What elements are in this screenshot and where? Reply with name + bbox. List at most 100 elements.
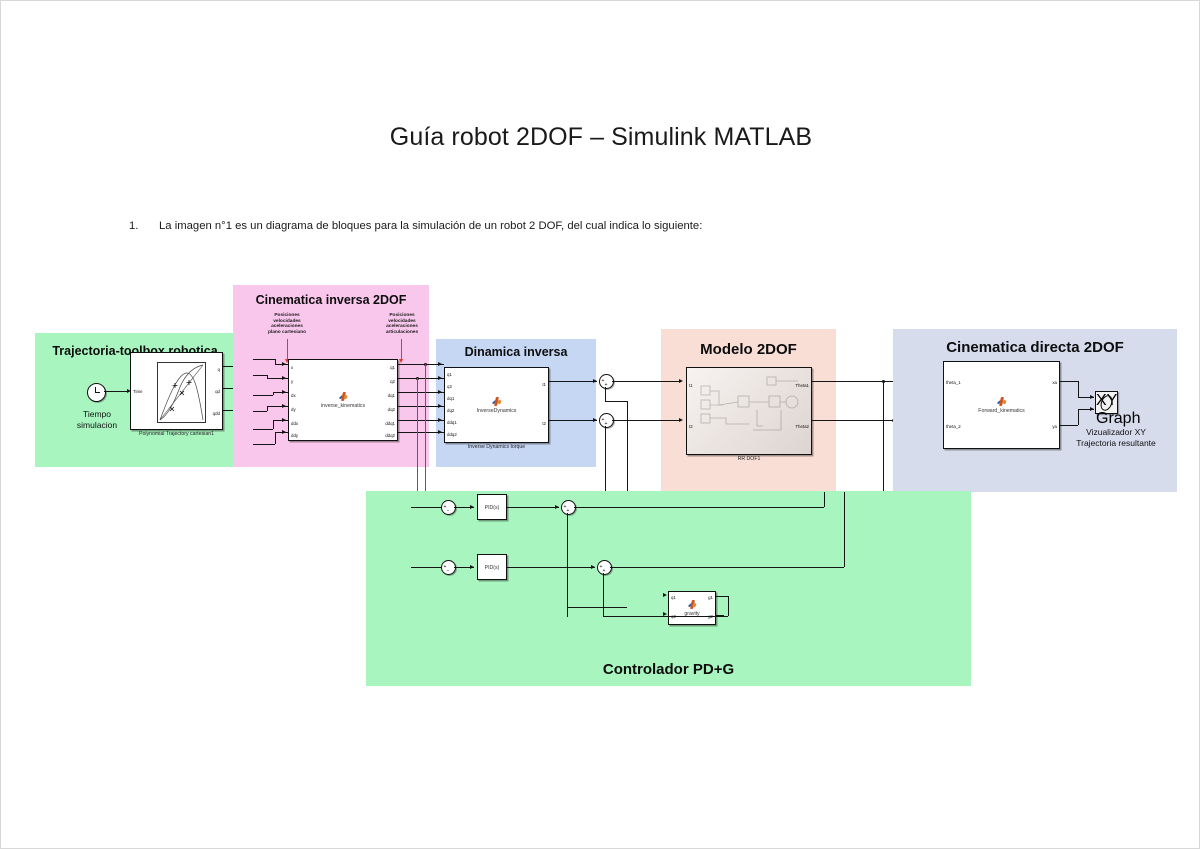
model-block[interactable]: t1 t2 Theta1 Theta2 xyxy=(686,367,812,462)
pid-label-2: PID(s) xyxy=(484,564,500,571)
sum-sign: + xyxy=(604,381,608,388)
sum-sign: + xyxy=(563,503,567,510)
sum-sign: + xyxy=(566,507,570,514)
matlab-fcn-icon xyxy=(996,396,1007,407)
simulink-block-diagram: Trajectoria-toolbox robotica Tiempo simu… xyxy=(31,279,1181,694)
annotation-cartesian: Posiciones velocidades aceleraciones pla… xyxy=(257,313,317,336)
id-port-in-q2: q2 xyxy=(447,384,452,389)
ik-port-in-dy: dy xyxy=(291,407,296,412)
sum-sign: + xyxy=(604,420,608,427)
sum-sign: + xyxy=(601,416,605,423)
id-block-label: InverseDynamics xyxy=(476,408,517,414)
matlab-fcn-icon xyxy=(687,599,697,610)
ik-port-out-ddq2: ddq2 xyxy=(385,433,395,438)
id-port-out-t1: t1 xyxy=(542,382,546,387)
id-port-in-dq2: dq2 xyxy=(447,408,455,413)
sum-sign: + xyxy=(601,377,605,384)
pid-block-1[interactable]: PID(s) xyxy=(477,494,507,520)
trajectory-port-in-time: Time xyxy=(133,389,143,394)
ik-port-in-dx: dx xyxy=(291,393,296,398)
ik-port-out-q2: q2 xyxy=(390,379,395,384)
trajectory-port-out-qd: qd xyxy=(215,389,220,394)
xy-graph-block-name: XY Graph xyxy=(1096,392,1140,427)
clock-block[interactable] xyxy=(87,383,106,402)
trajectory-block-name: Polynomial Trajectory cartesian1 xyxy=(139,431,214,437)
model-port-in-t1: t1 xyxy=(689,383,693,388)
region-controller-title: Controlador PD+G xyxy=(602,661,735,678)
ik-block-label: inverse_kinematics xyxy=(320,403,366,409)
matlab-fcn-icon xyxy=(338,391,348,402)
model-port-in-t2: t2 xyxy=(689,424,693,429)
ik-port-in-ddy: ddy xyxy=(291,433,299,438)
sum-junction-tau1[interactable]: + + xyxy=(599,374,614,389)
region-controller: Controlador PD+G xyxy=(366,491,971,686)
pid-label-1: PID(s) xyxy=(484,504,500,511)
ik-port-in-y: y xyxy=(291,379,294,384)
model-port-out-theta2: Theta2 xyxy=(795,424,809,429)
model-thumbnail xyxy=(693,374,805,444)
sum-sign: + xyxy=(443,503,447,510)
sum-sign: + xyxy=(602,567,606,574)
id-block-name: Inverse Dynamics torque xyxy=(467,444,526,450)
region-inverse-kinematics-title: Cinematica inversa 2DOF xyxy=(255,293,407,307)
xy-graph-caption: Vizualizador XY Trajectoria resultante xyxy=(1051,427,1181,449)
annot-line: plano cartesiano xyxy=(267,329,307,335)
trajectory-port-out-q: q xyxy=(217,367,220,372)
id-port-in-ddq2: ddq2 xyxy=(447,432,457,437)
ik-port-in-x: x xyxy=(291,365,294,370)
fk-port-out-xa: xa xyxy=(1052,380,1057,385)
inverse-kinematics-block[interactable]: x y dx dy ddx ddy q1 q2 dq1 dq2 ddq1 ddq… xyxy=(288,359,398,441)
gravity-block[interactable]: q1 q2 g1 g2 gravity xyxy=(668,591,716,625)
annot-line: aceleraciones xyxy=(271,324,303,330)
clock-caption-line2: simulacion xyxy=(76,420,118,431)
sum-sign: − xyxy=(446,507,450,514)
red-arrow-left xyxy=(284,339,290,363)
region-inverse-dynamics-title: Dinamica inversa xyxy=(464,345,568,359)
xy-graph-block[interactable]: XY Graph xyxy=(1095,391,1140,427)
clock-caption: Tiempo simulacion xyxy=(57,409,137,431)
sum-sign: − xyxy=(446,567,450,574)
paragraph-text: La imagen n°1 es un diagrama de bloques … xyxy=(159,220,703,232)
forward-kinematics-block[interactable]: theta_1 theta_2 xa ya Forward_kinematics xyxy=(943,361,1060,449)
sum-sign: + xyxy=(443,563,447,570)
id-port-in-ddq1: ddq1 xyxy=(447,420,457,425)
ik-port-out-q1: q1 xyxy=(390,365,395,370)
trajectory-plot-thumbnail xyxy=(157,362,206,423)
trajectory-port-out-qdd: qdd xyxy=(212,411,220,416)
fk-port-out-ya: ya xyxy=(1052,424,1057,429)
annotation-joint: Posiciones velocidades aceleraciones art… xyxy=(371,313,433,336)
fk-port-in-theta2: theta_2 xyxy=(946,424,961,429)
fk-port-in-theta1: theta_1 xyxy=(946,380,961,385)
annot-line: Posiciones xyxy=(389,313,415,318)
region-forward-kinematics: Cinematica directa 2DOF xyxy=(893,329,1177,492)
gravity-port-in-q1: q1 xyxy=(671,595,676,600)
annot-line: Posiciones xyxy=(274,313,300,318)
annot-line: aceleraciones xyxy=(386,324,418,330)
pid-block-2[interactable]: PID(s) xyxy=(477,554,507,580)
model-block-name: RR DOF1 xyxy=(737,456,761,462)
xy-caption-line2: Trajectoria resultante xyxy=(1076,438,1156,449)
matlab-fcn-icon xyxy=(491,396,502,407)
page-title: Guía robot 2DOF – Simulink MATLAB xyxy=(389,123,813,151)
numbered-paragraph: 1.La imagen n°1 es un diagrama de bloque… xyxy=(129,220,1029,232)
annot-line: articulaciones xyxy=(385,329,419,335)
region-model-title: Modelo 2DOF xyxy=(700,341,797,358)
region-forward-kinematics-title: Cinematica directa 2DOF xyxy=(946,339,1124,356)
id-port-out-t2: t2 xyxy=(542,421,546,426)
annot-line: velocidades xyxy=(273,318,301,324)
id-port-in-q1: q1 xyxy=(447,372,452,377)
ik-port-out-ddq1: ddq1 xyxy=(385,421,395,426)
xy-caption-line1: Vizualizador XY xyxy=(1086,427,1146,437)
ik-port-in-ddx: ddx xyxy=(291,421,299,426)
model-port-out-theta1: Theta1 xyxy=(795,383,809,388)
ik-port-out-dq2: dq2 xyxy=(387,407,395,412)
id-port-in-dq1: dq1 xyxy=(447,396,455,401)
inverse-dynamics-block[interactable]: q1 q2 dq1 dq2 ddq1 ddq2 t1 t2 InverseDyn… xyxy=(444,367,549,450)
sum-sign: + xyxy=(599,563,603,570)
trajectory-block[interactable]: Time q qd qdd Polynomial Trajectory c xyxy=(130,352,223,437)
ik-port-out-dq1: dq1 xyxy=(387,393,395,398)
annot-line: velocidades xyxy=(388,318,416,324)
sum-junction-error2[interactable]: + − xyxy=(441,560,456,575)
gravity-port-out-g1: g1 xyxy=(708,595,713,600)
